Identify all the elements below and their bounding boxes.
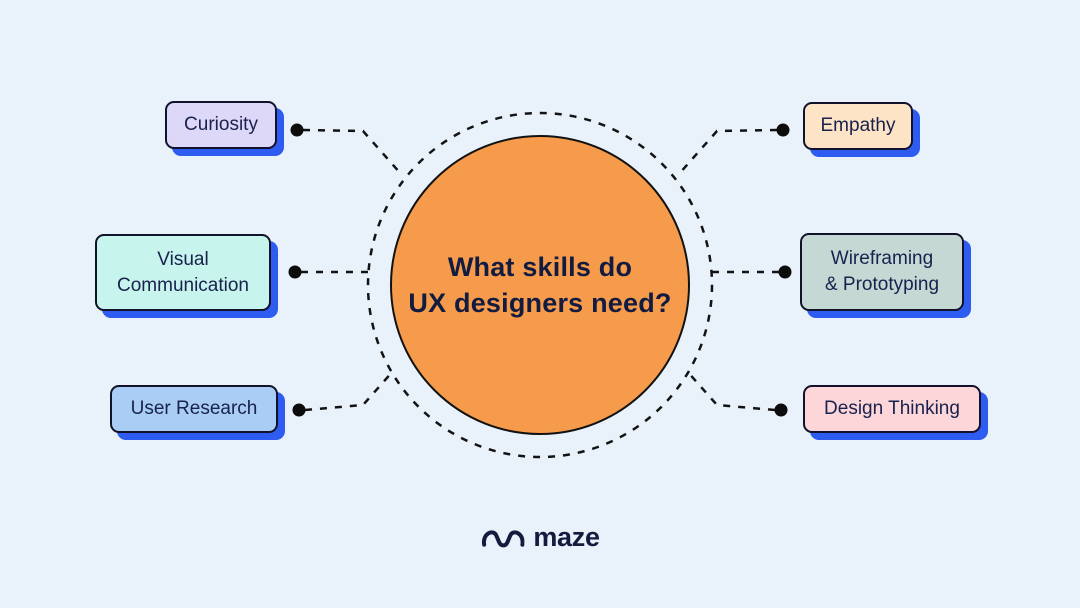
skill-label: Curiosity — [184, 114, 258, 136]
connector-dot — [292, 403, 306, 417]
skill-box-design-thinking: Design Thinking — [803, 385, 981, 433]
skill-label: User Research — [130, 398, 258, 420]
center-circle: What skills do UX designers need? — [390, 135, 690, 435]
skill-box-empathy: Empathy — [803, 102, 913, 150]
connector-dot — [776, 123, 790, 137]
skill-box-curiosity: Curiosity — [165, 101, 277, 149]
skill-box-wireframing-prototyping: Wireframing & Prototyping — [800, 233, 964, 311]
connector-line — [302, 128, 402, 175]
connector-dot — [290, 123, 304, 137]
connector-line — [304, 369, 395, 412]
connector-dot — [288, 265, 302, 279]
skill-label: Empathy — [820, 115, 896, 137]
skill-label: Design Thinking — [824, 398, 960, 420]
skill-label: Wireframing & Prototyping — [824, 248, 940, 295]
skill-box-user-research: User Research — [110, 385, 278, 433]
center-question: What skills do UX designers need? — [408, 251, 672, 318]
skill-box-visual-communication: Visual Communication — [95, 234, 271, 311]
connector-line — [678, 128, 778, 175]
maze-logo: maze — [480, 522, 600, 553]
connector-dot — [778, 265, 792, 279]
maze-logo-icon — [482, 529, 525, 547]
connector-dot — [774, 403, 788, 417]
skill-label: Visual Communication — [117, 248, 249, 296]
maze-wordmark: maze — [533, 522, 600, 552]
connector-line — [685, 369, 776, 412]
